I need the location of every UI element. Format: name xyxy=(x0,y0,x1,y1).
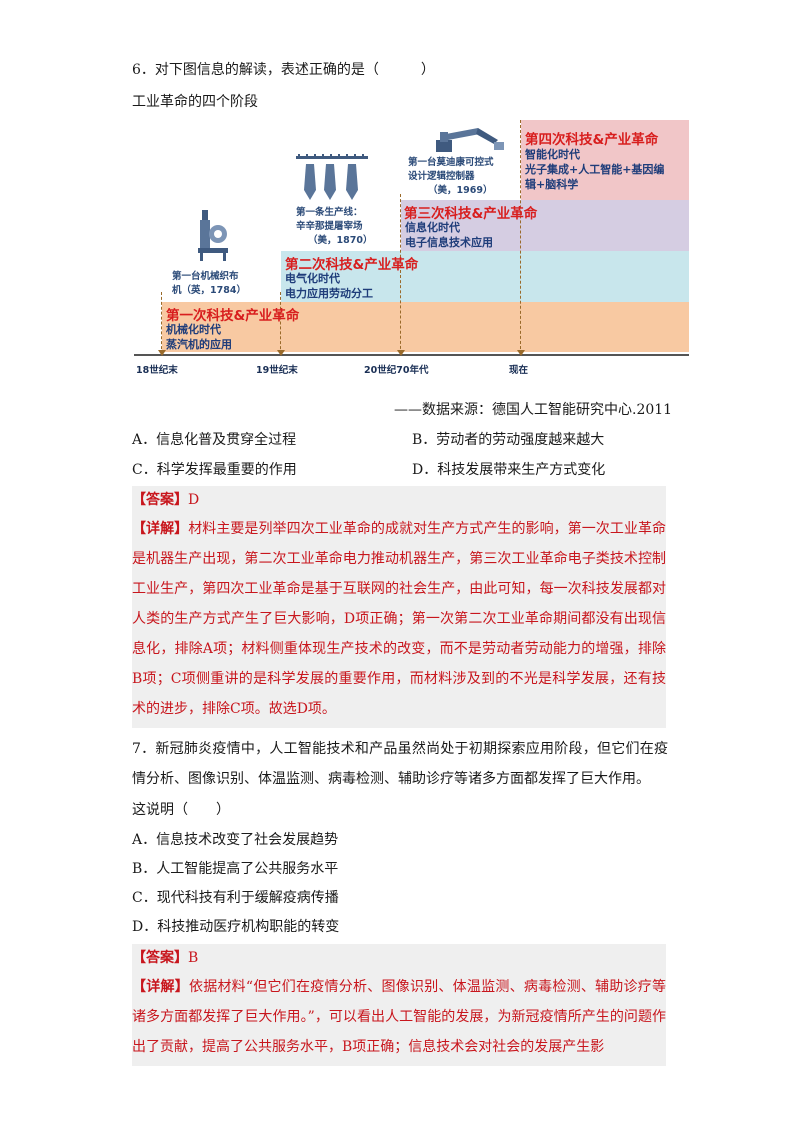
q6-answer-tag: 【答案】 xyxy=(132,492,188,508)
timeline-tick-4 xyxy=(517,350,525,356)
q7-option-a: A．信息技术改变了社会发展趋势 xyxy=(132,832,339,848)
question-6-stem: 6．对下图信息的解读，表述正确的是（ ） xyxy=(132,62,435,78)
timeline-label-4: 现在 xyxy=(509,365,529,376)
stage-3-sub2: 电子信息技术应用 xyxy=(405,236,493,249)
question-7-stem: 7．新冠肺炎疫情中，人工智能技术和产品虽然尚处于初期探索应用阶段，但它们在疫情分… xyxy=(132,741,668,787)
q6-option-a: A．信息化普及贯穿全过程 xyxy=(132,432,297,448)
invention-2-line1: 第一条生产线： xyxy=(296,207,363,218)
stage-1-band xyxy=(162,302,689,352)
q6-answer: 【答案】D xyxy=(132,490,199,510)
stage-2-band xyxy=(281,251,689,302)
stage-3-band xyxy=(401,200,689,251)
invention-3-line1: 第一台莫迪康可控式 xyxy=(408,157,494,168)
q6-option-c: C．科学发挥最重要的作用 xyxy=(132,462,297,478)
q7-detail-tag: 【详解】 xyxy=(132,979,189,995)
q7-option-b: B．人工智能提高了公共服务水平 xyxy=(132,861,339,877)
marker-line-3 xyxy=(400,194,401,354)
figure-caption: 工业革命的四个阶段 xyxy=(132,94,258,110)
stage-2-sub1: 电气化时代 xyxy=(285,272,340,285)
production-line-illustration xyxy=(296,154,368,200)
q7-option-d: D．科技推动医疗机构职能的转变 xyxy=(132,919,340,935)
q7-answer: 【答案】B xyxy=(132,948,198,968)
industrial-revolution-figure: 18世纪末 19世纪末 20世纪70年代 现在 第一次科技&产业革命 机械化时代… xyxy=(134,116,690,378)
q7-option-c: C．现代科技有利于缓解疫病传播 xyxy=(132,890,339,906)
invention-2-line2: 辛辛那提屠宰场 xyxy=(296,221,363,232)
marker-line-2 xyxy=(280,292,281,354)
timeline-label-1: 18世纪末 xyxy=(136,365,178,376)
invention-3-line2: 设计逻辑控制器 xyxy=(408,171,475,182)
stage-1-sub1: 机械化时代 xyxy=(166,323,221,336)
q7-answer-value: B xyxy=(188,950,199,966)
invention-3-line3: （美，1969） xyxy=(428,185,493,196)
q6-option-b: B．劳动者的劳动强度越来越大 xyxy=(412,432,605,448)
robot-arm-illustration xyxy=(436,128,504,152)
invention-1-line2: 机（英，1784） xyxy=(172,285,246,296)
stage-2-title: 第二次科技&产业革命 xyxy=(285,257,419,273)
timeline-tick-1 xyxy=(158,350,166,356)
timeline-tick-3 xyxy=(397,350,405,356)
loom-illustration xyxy=(198,210,228,261)
q6-answer-block xyxy=(132,486,666,728)
timeline-label-3: 20世纪70年代 xyxy=(364,365,429,376)
q6-detail-text: 材料主要是列举四次工业革命的成就对生产方式产生的影响，第一次工业革命是机器生产出… xyxy=(132,521,667,717)
q7-detail: 【详解】依据材料“但它们在疫情分析、图像识别、体温监测、病毒检测、辅助诊疗等诸多… xyxy=(132,972,666,1062)
q6-detail-tag: 【详解】 xyxy=(132,521,189,537)
data-source: ——数据来源：德国人工智能研究中心.2011 xyxy=(394,402,673,418)
stage-2-sub2: 电力应用劳动分工 xyxy=(285,287,373,300)
stage-4-sub1: 智能化时代 xyxy=(525,148,580,161)
timeline-axis xyxy=(134,354,689,356)
stage-4-title: 第四次科技&产业革命 xyxy=(525,132,659,148)
q7-answer-tag: 【答案】 xyxy=(132,950,188,966)
stage-1-title: 第一次科技&产业革命 xyxy=(166,308,300,324)
stage-4-band xyxy=(521,120,689,200)
q6-detail: 【详解】材料主要是列举四次工业革命的成就对生产方式产生的影响，第一次工业革命是机… xyxy=(132,514,666,724)
marker-line-1 xyxy=(161,292,162,354)
timeline-tick-2 xyxy=(277,350,285,356)
q6-answer-value: D xyxy=(188,492,200,508)
question-7-stem2: 这说明（ ） xyxy=(132,802,230,818)
q6-option-d: D．科技发展带来生产方式变化 xyxy=(412,462,606,478)
stage-3-sub1: 信息化时代 xyxy=(405,221,460,234)
stage-1-sub2: 蒸汽机的应用 xyxy=(166,338,232,351)
stage-4-sub3: 辑+脑科学 xyxy=(525,178,579,191)
q7-answer-block xyxy=(132,944,666,1066)
marker-line-4 xyxy=(520,120,521,354)
stage-3-title: 第三次科技&产业革命 xyxy=(404,206,538,222)
timeline-label-2: 19世纪末 xyxy=(256,365,298,376)
q7-detail-text: 依据材料“但它们在疫情分析、图像识别、体温监测、病毒检测、辅助诊疗等诸多方面都发… xyxy=(132,979,667,1055)
stage-4-sub2: 光子集成+人工智能+基因编 xyxy=(525,163,665,176)
invention-2-line3: （美，1870） xyxy=(308,235,373,246)
invention-1-line1: 第一台机械织布 xyxy=(172,271,239,282)
